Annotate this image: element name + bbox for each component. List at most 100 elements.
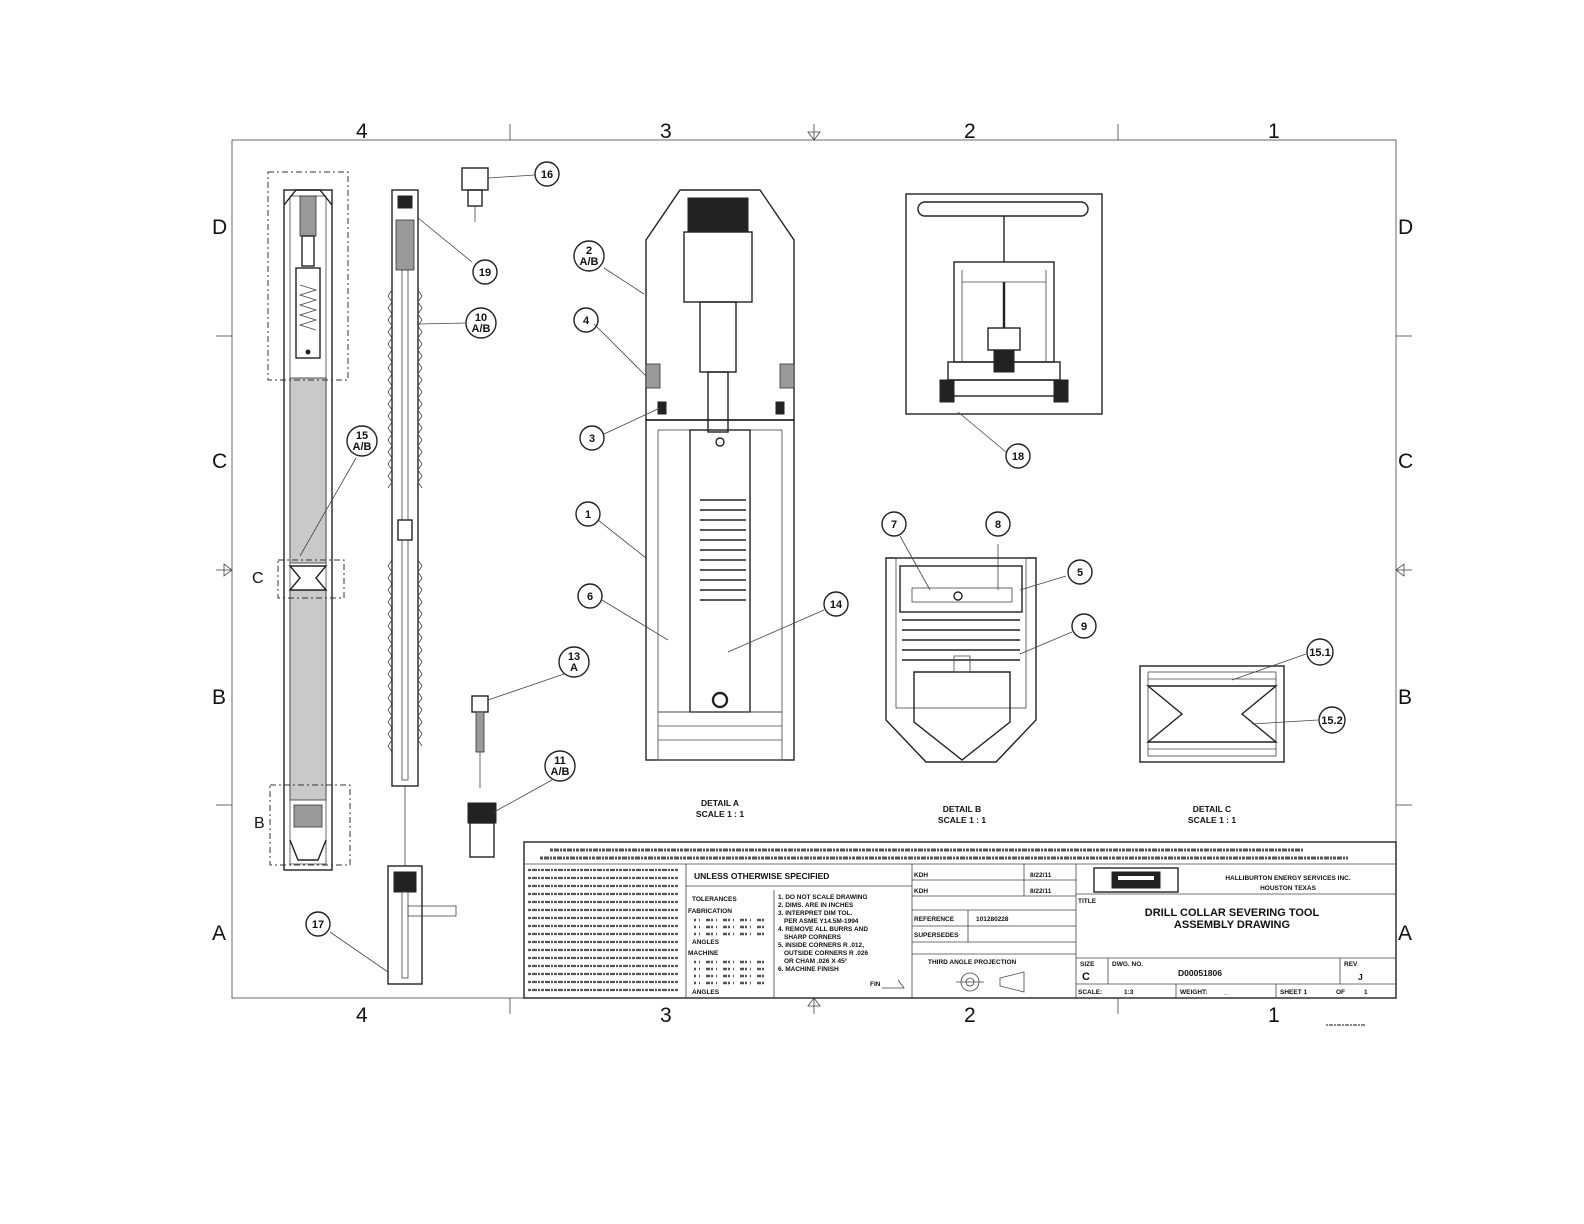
spec-fine-print	[528, 848, 1348, 992]
zone-bottom-3: 3	[660, 1004, 672, 1027]
reference-value: 101280228	[976, 916, 1009, 923]
section-letter-b: B	[254, 815, 265, 832]
sheet-label: SHEET 1	[1280, 989, 1307, 996]
callout-10-sub: A/B	[472, 323, 491, 335]
size-value: C	[1082, 971, 1090, 983]
checked-date: 8/22/11	[1030, 888, 1052, 895]
callout-15-1: 15.1	[1309, 647, 1330, 659]
zone-top-4: 4	[356, 120, 368, 143]
note-1: 1. DO NOT SCALE DRAWING	[778, 894, 868, 901]
drawn-date: 8/22/11	[1030, 872, 1052, 879]
part-16-view	[461, 167, 489, 222]
callout-15: 15	[356, 430, 368, 442]
dwg-no-label: DWG. NO.	[1112, 961, 1143, 968]
callout-11: 11	[554, 755, 566, 767]
callout-6: 6	[587, 591, 593, 603]
detail-a-view	[645, 189, 795, 761]
zone-right-b: B	[1398, 686, 1412, 709]
fabrication-label: FABRICATION	[688, 908, 732, 915]
callout-2-sub: A/B	[580, 256, 599, 268]
note-3: 3. INTERPRET DIM TOL.	[778, 910, 852, 917]
detail-a-scale: SCALE 1 : 1	[696, 809, 744, 819]
unless-otherwise-specified: UNLESS OTHERWISE SPECIFIED	[694, 871, 829, 881]
dwg-no-value: D00051806	[1178, 968, 1222, 978]
callout-8: 8	[995, 519, 1001, 531]
machine-angles: ANGLES	[692, 989, 720, 996]
zone-right-d: D	[1398, 216, 1413, 239]
detail-c-view	[1139, 665, 1285, 763]
third-angle-projection-symbol	[956, 971, 1025, 993]
note-4-cont: SHARP CORNERS	[784, 934, 842, 941]
title-label: TITLE	[1078, 898, 1097, 905]
drawing-title-line-1: DRILL COLLAR SEVERING TOOL	[1145, 907, 1320, 919]
note-4: 4. REMOVE ALL BURRS AND	[778, 926, 868, 933]
callout-1: 1	[585, 509, 591, 521]
supersedes-label: SUPERSEDES	[914, 932, 959, 939]
leader-lines	[299, 174, 1319, 973]
callout-5: 5	[1077, 567, 1083, 579]
callout-13: 13	[568, 651, 580, 663]
rev-label: REV	[1344, 961, 1358, 968]
zone-bottom-2: 2	[964, 1004, 976, 1027]
weight-value: _	[1223, 989, 1228, 996]
callout-13-sub: A	[570, 662, 578, 674]
of-value: 1	[1364, 989, 1368, 996]
scale-value: 1:3	[1124, 989, 1134, 996]
detail-b-view	[885, 557, 1037, 763]
machine-label: MACHINE	[688, 950, 719, 957]
callout-16: 16	[541, 169, 553, 181]
note-2: 2. DIMS. ARE IN INCHES	[778, 902, 854, 909]
reference-label: REFERENCE	[914, 916, 955, 923]
callout-14: 14	[830, 599, 843, 611]
part-11-view	[467, 802, 497, 858]
third-angle-label: THIRD ANGLE PROJECTION	[928, 959, 1017, 966]
zone-top-2: 2	[964, 120, 976, 143]
detail-b-title: DETAIL B	[943, 804, 981, 814]
rod-assembly-view	[387, 189, 457, 985]
callout-4: 4	[583, 315, 590, 327]
zone-bottom-1: 1	[1268, 1004, 1280, 1027]
callout-15-sub: A/B	[353, 441, 372, 453]
fin-label: FIN	[870, 981, 881, 988]
company-logo	[1093, 867, 1179, 893]
zone-right-a: A	[1398, 922, 1412, 945]
detail-a-title: DETAIL A	[701, 798, 739, 808]
detail-c-scale: SCALE 1 : 1	[1188, 815, 1236, 825]
callout-15-2: 15.2	[1321, 715, 1342, 727]
zone-left-b: B	[212, 686, 226, 709]
callout-7: 7	[891, 519, 897, 531]
company-name: HALLIBURTON ENERGY SERVICES INC.	[1225, 875, 1351, 882]
tolerance-values	[694, 918, 764, 985]
rev-value: J	[1358, 972, 1363, 982]
callout-9: 9	[1081, 621, 1087, 633]
zone-bottom-4: 4	[356, 1004, 368, 1027]
callout-19: 19	[479, 267, 491, 279]
of-label: OF	[1336, 989, 1345, 996]
zone-left-d: D	[212, 216, 227, 239]
zone-left-c: C	[212, 450, 227, 473]
callout-circles	[305, 161, 1346, 937]
drawing-title-line-2: ASSEMBLY DRAWING	[1174, 919, 1290, 931]
note-5-cont-2: OR CHAM .026 X 45°	[784, 957, 848, 965]
detail-b-scale: SCALE 1 : 1	[938, 815, 986, 825]
callout-3: 3	[589, 433, 595, 445]
zone-right-c: C	[1398, 450, 1413, 473]
checked-by: KDH	[914, 888, 928, 895]
tool-assembly-view	[267, 171, 351, 871]
zone-top-1: 1	[1268, 120, 1280, 143]
scale-label: SCALE:	[1078, 989, 1102, 996]
note-6: 6. MACHINE FINISH	[778, 966, 839, 973]
note-5-cont: OUTSIDE CORNERS R .026	[784, 950, 869, 957]
fabrication-angles: ANGLES	[692, 939, 720, 946]
callout-2: 2	[586, 245, 592, 257]
callout-10: 10	[475, 312, 487, 324]
note-3-cont: PER ASME Y14.5M-1994	[784, 918, 859, 925]
drawn-by: KDH	[914, 872, 928, 879]
detail-c-title: DETAIL C	[1193, 804, 1231, 814]
note-5: 5. INSIDE CORNERS R .012,	[778, 942, 864, 949]
callout-18: 18	[1012, 451, 1024, 463]
weight-label: WEIGHT:	[1180, 989, 1207, 996]
fin-mark	[882, 979, 905, 989]
zone-top-3: 3	[660, 120, 672, 143]
